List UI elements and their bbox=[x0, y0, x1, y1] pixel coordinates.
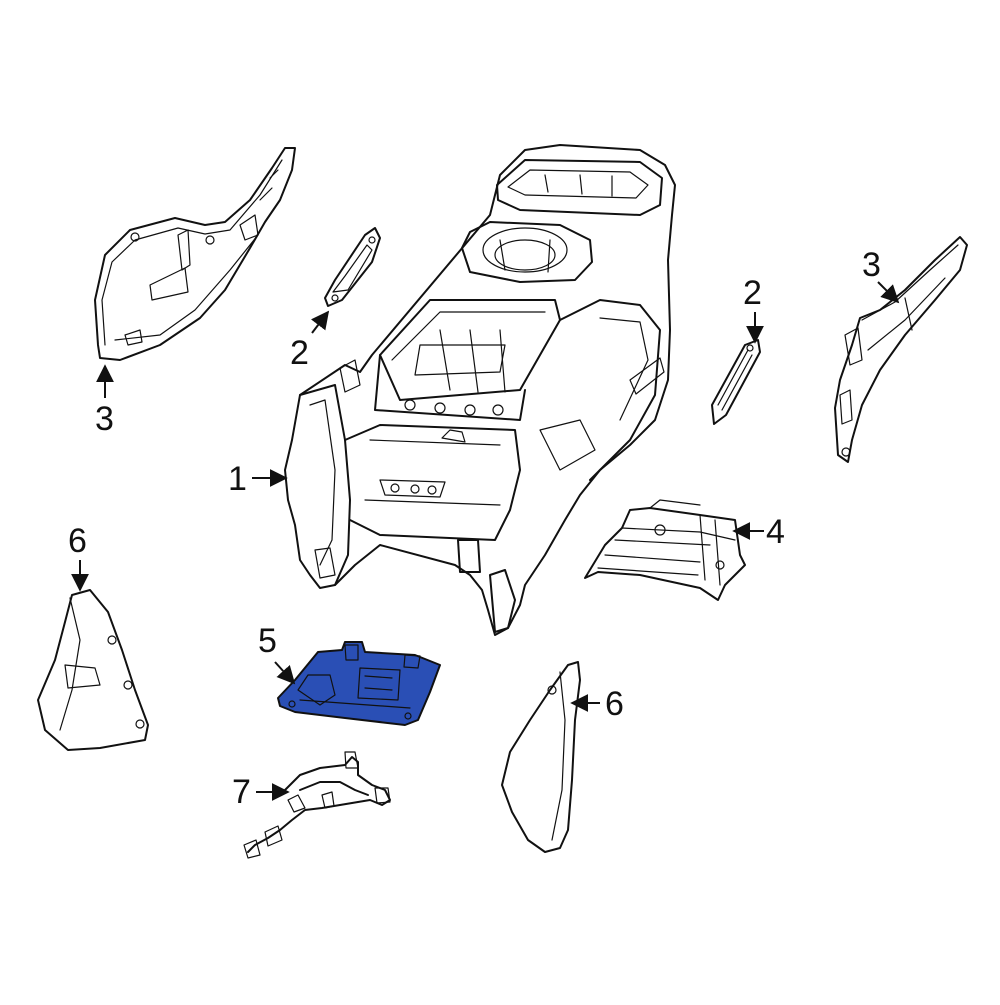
callout-label-3-right: 3 bbox=[862, 246, 881, 284]
callout-2-right: 2 bbox=[743, 274, 764, 344]
part-2-left-trim[interactable] bbox=[324, 227, 381, 307]
callout-6-left: 6 bbox=[68, 522, 89, 592]
callout-label-6-left: 6 bbox=[68, 522, 87, 560]
callout-label-3-left: 3 bbox=[95, 400, 114, 438]
callout-label-6-right: 6 bbox=[605, 685, 624, 723]
callout-5: 5 bbox=[258, 622, 296, 685]
callout-4: 4 bbox=[732, 513, 785, 551]
callout-1: 1 bbox=[228, 460, 288, 498]
part-3-left-side-panel[interactable] bbox=[94, 147, 296, 361]
callout-label-2-left: 2 bbox=[290, 334, 309, 372]
part-3-right-side-panel[interactable] bbox=[834, 236, 968, 463]
callout-2-left: 2 bbox=[290, 310, 330, 372]
part-5-highlighted-plate[interactable] bbox=[277, 641, 441, 726]
callout-label-2-right: 2 bbox=[743, 274, 762, 312]
part-7-wire-harness[interactable] bbox=[243, 751, 391, 859]
callout-3-left: 3 bbox=[95, 364, 114, 438]
callout-7: 7 bbox=[232, 773, 290, 811]
part-2-right-trim[interactable] bbox=[711, 339, 761, 425]
callout-label-4: 4 bbox=[766, 513, 785, 551]
part-4-mounting-bracket[interactable] bbox=[584, 499, 746, 601]
callout-3-right: 3 bbox=[862, 246, 900, 304]
part-6-left-cover[interactable] bbox=[37, 589, 149, 751]
callout-label-7: 7 bbox=[232, 773, 251, 811]
callout-label-1: 1 bbox=[228, 460, 247, 498]
part-6-right-cover[interactable] bbox=[501, 661, 581, 853]
callout-6-right: 6 bbox=[570, 685, 624, 723]
callout-label-5: 5 bbox=[258, 622, 277, 660]
part-1-console-base[interactable] bbox=[284, 144, 676, 636]
